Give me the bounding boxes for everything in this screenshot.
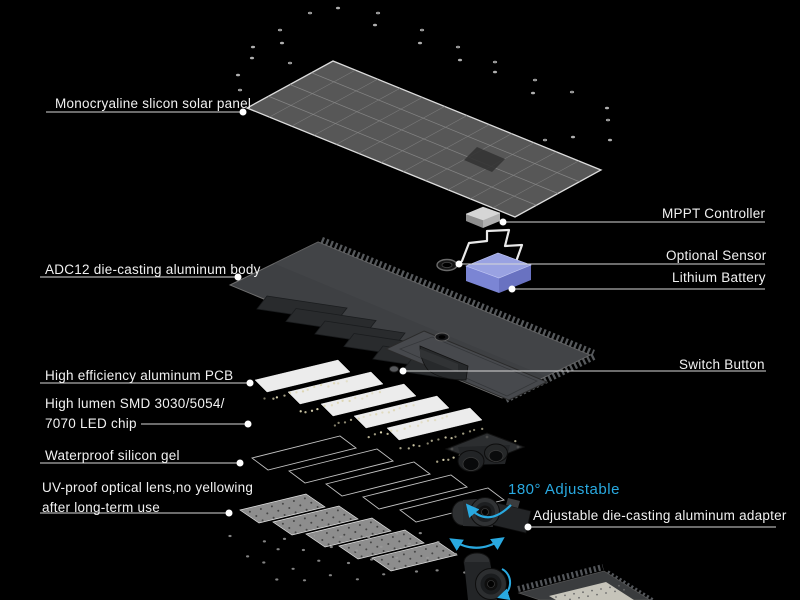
led-chips-graphic [263,380,517,463]
mount-bracket-graphic [444,432,526,472]
label-adjustable: 180° Adjustable [508,481,620,498]
wire-bracket-graphic [460,228,524,263]
assembled-light-graphic [517,564,654,600]
leader-dot-pcb [246,379,254,387]
screws-top-graphic [235,6,613,142]
switch-button-graphic [389,365,399,373]
mppt-controller-graphic [465,206,501,228]
label-led-chip: High lumen SMD 3030/5054/7070 LED chip [45,394,225,434]
label-led-chip-line2: 7070 LED chip [45,416,137,431]
label-lens: UV-proof optical lens,no yellowing after … [42,478,253,518]
leader-dot-body [234,273,242,281]
label-adapter: Adjustable die-casting aluminum adapter [533,508,787,523]
label-battery: Lithium Battery [672,270,766,285]
leader-dot-led-chip [244,420,252,428]
leader-dot-mppt [499,218,507,226]
label-lens-line1: UV-proof optical lens,no yellowing [42,480,254,495]
leader-lines [40,108,776,531]
label-lens-line2: after long-term use [42,500,161,515]
battery-graphic [465,252,532,293]
leader-dot-adapter [524,523,532,531]
screws-bottom-graphic [228,532,467,582]
leader-dot-sensor [455,260,463,268]
label-led-chip-line1: High lumen SMD 3030/5054/ [45,396,225,411]
label-body: ADC12 die-casting aluminum body [45,262,261,277]
body-graphic [228,236,596,403]
double-rotation-arrow-icon [449,537,505,551]
adapter-graphic-upper [451,497,532,534]
gel-outlines-graphic [250,435,506,523]
leader-dot-lens [225,509,233,517]
sensor-graphic [436,258,458,272]
rotation-arrow-icon [497,568,512,600]
leader-dot-solar-panel [239,108,247,116]
adapter-graphic-lower [463,552,512,600]
label-mppt: MPPT Controller [662,206,766,221]
label-switch: Switch Button [679,357,765,372]
pcb-strips-graphic [254,359,483,441]
leader-dot-switch [399,367,407,375]
rotation-arrow-icon [465,503,512,519]
label-pcb: High efficiency aluminum PCB [45,368,234,383]
label-sensor: Optional Sensor [666,248,767,263]
label-solar-panel: Monocryaline slicon solar panel [55,96,252,111]
leader-dot-gel [236,459,244,467]
label-gel: Waterproof silicon gel [45,448,180,463]
leader-dot-battery [508,285,516,293]
solar-panel-graphic [245,60,603,218]
lens-strips-graphic [239,493,458,572]
